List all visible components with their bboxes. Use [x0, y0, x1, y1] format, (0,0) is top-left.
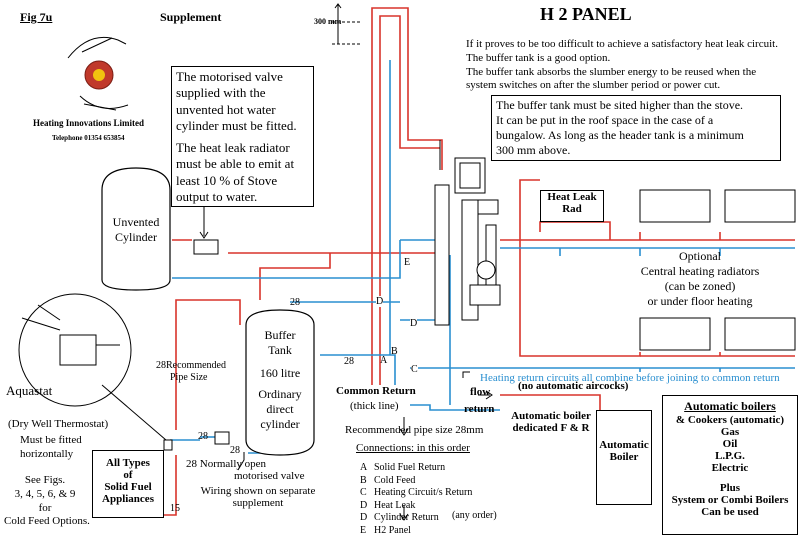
aquastat-label: Aquastat — [6, 383, 53, 398]
automatic-boiler: Automatic Boiler — [596, 410, 652, 505]
valves — [163, 239, 260, 451]
no-aircocks-label: (no automatic aircocks) — [518, 380, 629, 392]
auto-boiler-dedicated-label: Automatic boiler dedicated F & R — [511, 410, 591, 434]
heating-return-note: Heating return circuits all combine befo… — [480, 372, 780, 384]
letter-d-2: D — [410, 318, 418, 329]
recommended-size-label: Recommended pipe size 28mm — [345, 424, 484, 436]
top-note: If it proves to be too difficult to achi… — [466, 38, 778, 92]
must-fit-label: Must be fitted horizontally — [20, 434, 82, 460]
aquastat-detail — [18, 293, 132, 407]
pipe-28-a: 28 — [290, 297, 300, 308]
letter-a: A — [380, 355, 388, 366]
radiators — [639, 189, 796, 351]
height-marker — [332, 3, 362, 45]
h2-panel-equipment — [434, 157, 501, 326]
letter-b: B — [391, 346, 398, 357]
solid-fuel-appliance: All Types of Solid Fuel Appliances — [92, 450, 164, 518]
company-logo — [67, 36, 129, 111]
connections-title: Connections: in this order — [356, 442, 470, 454]
vessels — [101, 167, 315, 456]
dry-well-label: (Dry Well Thermostat) — [8, 418, 109, 430]
any-order-label: (any order) — [452, 510, 497, 521]
pipe-15: 15 — [170, 503, 180, 514]
flow-pipes — [158, 7, 795, 516]
letter-d-1: D — [376, 296, 384, 307]
valve-note-box: The motorised valve supplied with the un… — [171, 66, 314, 207]
automatic-boilers-list: Automatic boilers & Cookers (automatic) … — [662, 395, 798, 535]
radiators-label: Optional Central heating radiators (can … — [640, 249, 760, 308]
motorised-valve-label: 28 Normally open — [186, 458, 267, 470]
pipe-28-b: 28 — [344, 356, 354, 367]
company-name: Heating Innovations Limited — [33, 118, 145, 128]
buffer-tank-label: Buffer Tank 160 litre Ordinary direct cy… — [258, 328, 302, 431]
wiring-note: Wiring shown on separate supplement — [200, 485, 316, 509]
company-telephone: Telephone 01354 653854 — [52, 134, 125, 142]
buffer-note-box: The buffer tank must be sited higher tha… — [491, 95, 781, 161]
supplement-label: Supplement — [160, 10, 222, 24]
heat-leak-radiator: Heat Leak Rad — [540, 190, 604, 222]
pipe-size-label: Pipe Size — [170, 372, 208, 383]
see-figs-label: See Figs. 3, 4, 5, 6, & 9 for Cold Feed … — [4, 474, 90, 528]
figure-label: Fig 7u — [20, 10, 53, 24]
pipe-28-c: 28 — [198, 431, 208, 442]
return-pipes — [170, 60, 795, 454]
common-return-label: Common Return — [336, 385, 416, 397]
recommended-pipe-label: 28Recommended — [156, 360, 226, 371]
thick-line-label: (thick line) — [350, 400, 399, 412]
boiler-pipe-arrows — [478, 390, 493, 400]
letter-c: C — [411, 364, 418, 375]
height-mark-label: 300 mm — [314, 17, 342, 26]
annotation-arrows — [101, 140, 470, 521]
panel-title: H 2 PANEL — [540, 4, 632, 24]
return-label: return — [464, 403, 495, 415]
unvented-cylinder-label: Unvented Cylinder — [112, 215, 160, 244]
flow-label: flow — [470, 386, 491, 398]
motorised-valve-label-2: motorised valve — [234, 470, 305, 482]
pipe-28-d: 28 — [230, 445, 240, 456]
letter-e: E — [404, 257, 411, 268]
